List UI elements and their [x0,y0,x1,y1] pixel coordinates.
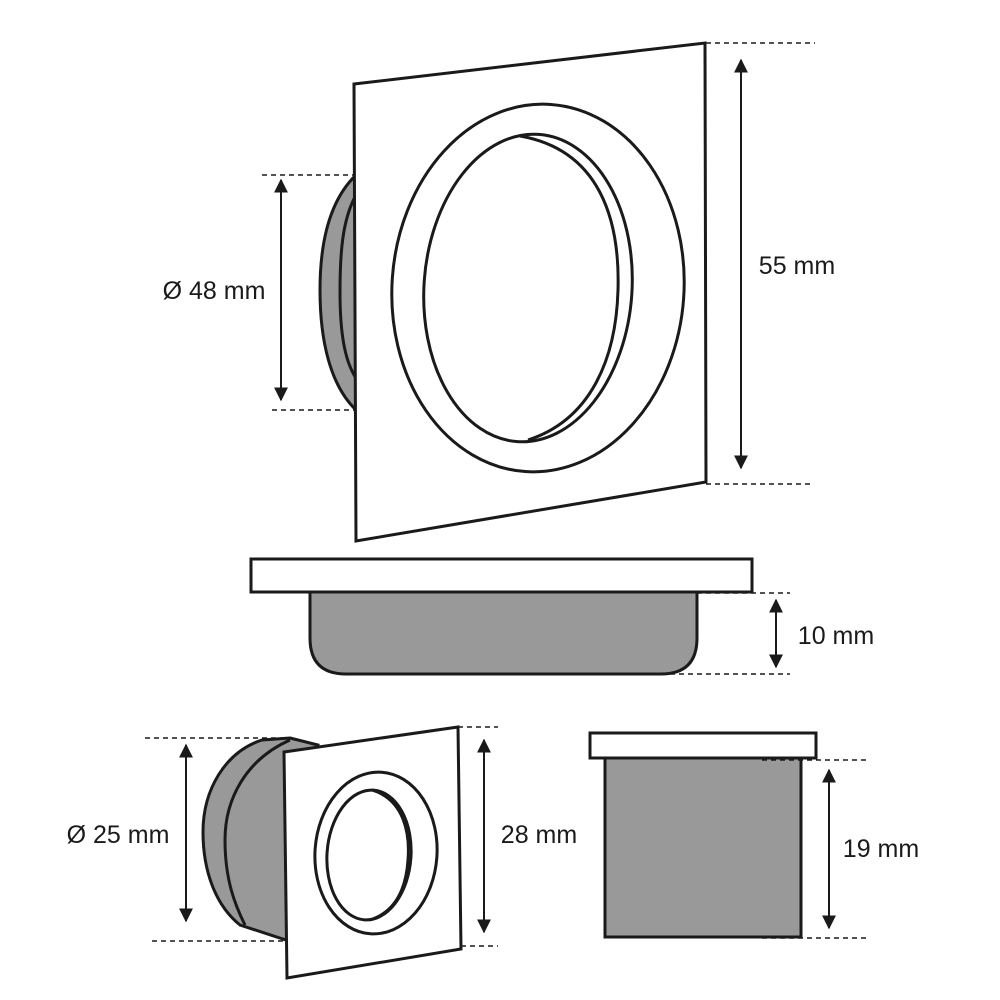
small-depth-dimension: 19 mm [762,759,919,939]
small-height-label: 28 mm [501,821,577,849]
small-depth-label: 19 mm [843,835,919,863]
large-depth-label: 10 mm [798,622,874,650]
small-height-dimension: 28 mm [458,726,577,947]
large-part-front-view [318,41,708,543]
large-depth-dimension: 10 mm [670,592,874,675]
small-square-plate [282,725,463,980]
small-inner-cup-edge [369,788,410,922]
large-cup-body [318,171,358,414]
small-outer-ring [313,770,439,936]
small-side-cup [603,756,803,939]
large-diameter-label: Ø 48 mm [163,277,266,305]
large-height-label: 55 mm [759,252,835,280]
small-diameter-label: Ø 25 mm [67,821,170,849]
large-outer-ring [390,102,686,474]
large-inner-cup-edge [519,134,620,442]
large-side-cup [308,590,699,676]
small-diameter-dimension: Ø 25 mm [67,737,290,942]
large-square-plate [352,41,708,543]
small-side-flange [588,731,818,760]
small-cup-rim-line [223,738,291,926]
small-part-front-view [201,725,463,980]
large-part-side-view [249,557,754,676]
large-inner-ring [422,132,634,444]
large-diameter-dimension: Ø 48 mm [163,174,354,411]
small-part-side-view [588,731,818,939]
large-side-flange [249,557,754,594]
large-height-dimension: 55 mm [706,42,835,485]
large-cup-rim-line [338,194,358,379]
